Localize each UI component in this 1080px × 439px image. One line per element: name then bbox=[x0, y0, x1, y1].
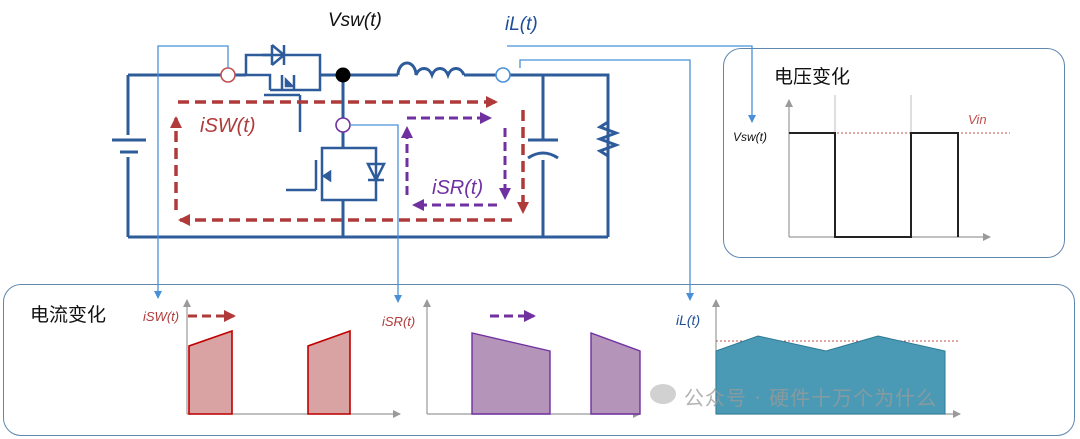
il-axis-label: iL(t) bbox=[676, 312, 700, 328]
voltage-panel bbox=[723, 48, 1065, 258]
isw-pulse-2 bbox=[307, 329, 351, 415]
il-waveform bbox=[715, 335, 946, 415]
voltage-waveform-axes bbox=[785, 95, 991, 241]
il-node-label: iL(t) bbox=[505, 14, 538, 35]
vsw-waveform bbox=[789, 132, 959, 238]
vsw-node-label: Vsw(t) bbox=[328, 10, 382, 31]
isw-pulse-1 bbox=[188, 329, 233, 415]
isr-loop-label: iSR(t) bbox=[432, 177, 483, 199]
isw-current-loop bbox=[170, 96, 529, 226]
isr-pulse-1 bbox=[471, 332, 551, 415]
switch-node-dot bbox=[335, 67, 351, 83]
il-probe-circle bbox=[495, 67, 511, 83]
high-side-mosfet-icon bbox=[244, 44, 322, 132]
output-capacitor-icon bbox=[527, 138, 559, 160]
isw-loop-label: iSW(t) bbox=[200, 115, 256, 137]
circuit-wiring bbox=[126, 73, 610, 239]
watermark-logo-icon bbox=[650, 384, 676, 404]
watermark-text: 公众号 · 硬件十万个为什么 bbox=[684, 386, 938, 410]
inductor-icon bbox=[396, 61, 466, 80]
voltage-panel-title: 电压变化 bbox=[774, 66, 851, 88]
isr-pulse-2 bbox=[590, 331, 641, 415]
low-side-mosfet-icon bbox=[286, 146, 387, 202]
vin-label: Vin bbox=[968, 112, 987, 127]
vsw-axis-label: Vsw(t) bbox=[733, 130, 767, 144]
probe-leader-lines bbox=[154, 45, 756, 303]
isr-probe-circle bbox=[335, 117, 351, 133]
current-panel-title: 电流变化 bbox=[30, 304, 107, 326]
isw-probe-circle bbox=[220, 67, 236, 83]
isr-current-loop bbox=[401, 112, 511, 211]
input-source-icon bbox=[112, 135, 146, 157]
isw-axis-label: iSW(t) bbox=[143, 309, 179, 324]
load-resistor-icon bbox=[595, 115, 621, 162]
isr-axis-label: iSR(t) bbox=[382, 314, 415, 329]
